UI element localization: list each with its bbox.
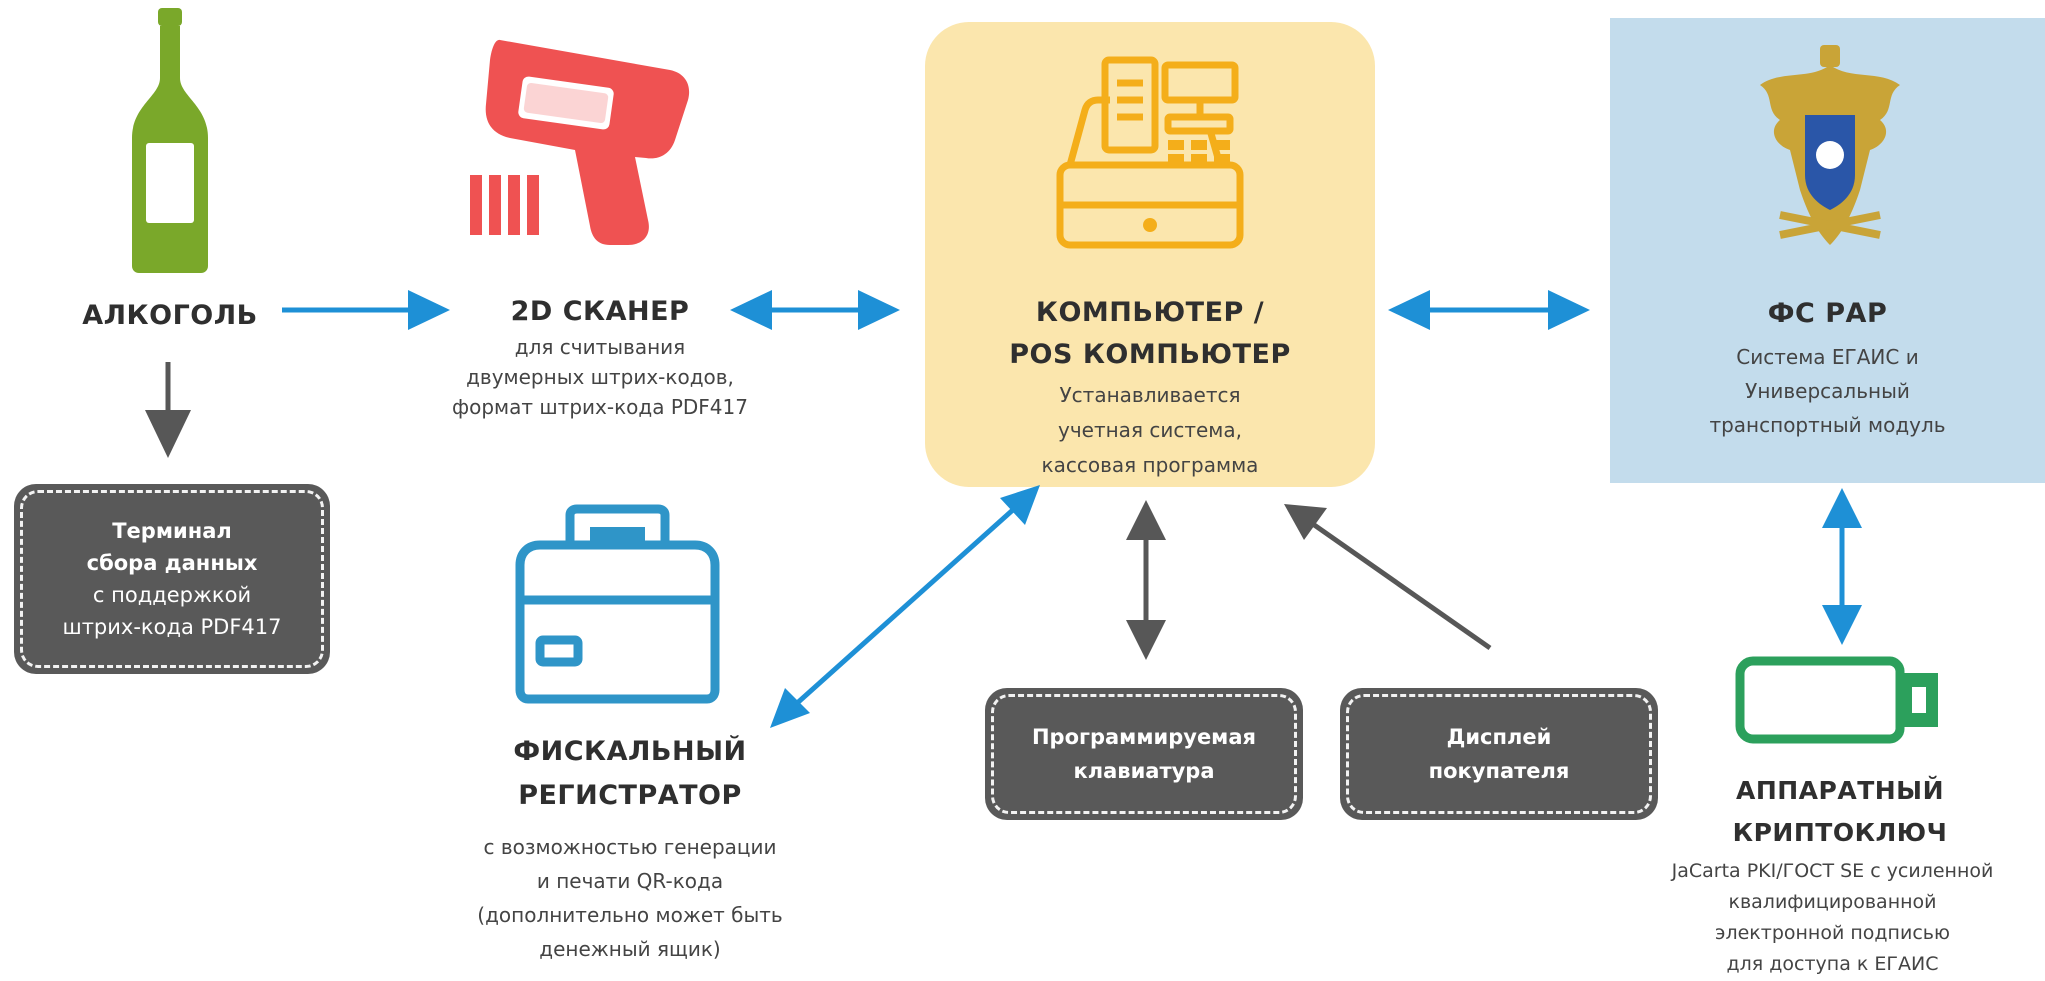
- display-line1: Дисплей: [1446, 725, 1552, 749]
- arrowhead-computer-from-keyboard: [1126, 500, 1166, 540]
- keyboard-line1: Программируемая: [1031, 725, 1257, 749]
- arrowhead-scanner-in: [408, 290, 450, 330]
- terminal-line3: с поддержкой: [92, 583, 252, 607]
- fiscal-title-line1: ФИСКАЛЬНЫЙ: [513, 736, 747, 767]
- fsrar-desc-line3: транспортный модуль: [1709, 413, 1946, 437]
- cryptokey-desc-line4: для доступа к ЕГАИС: [1726, 953, 1939, 975]
- scanner-desc-line3: формат штрих-кода PDF417: [452, 395, 748, 419]
- fsrar-desc-line1: Система ЕГАИС и: [1736, 345, 1919, 369]
- fiscal-desc-line1: с возможностью генерации: [483, 835, 777, 859]
- cryptokey-desc-line3: электронной подписью: [1715, 922, 1950, 944]
- receipt-printer-icon: [515, 504, 720, 704]
- arrowhead-fsrar-up: [1822, 488, 1862, 528]
- usb-token-icon: [1735, 656, 1938, 744]
- fiscal-description: с возможностью генерации и печати QR-код…: [420, 830, 840, 966]
- terminal-line2: сбора данных: [86, 551, 258, 575]
- arrowhead-cryptokey-down: [1822, 605, 1862, 645]
- barcode-scanner-icon: [470, 39, 690, 245]
- arrowhead-terminal-down: [145, 410, 191, 458]
- pos-computer-panel: [925, 22, 1375, 487]
- cash-register-icon: [1056, 56, 1244, 249]
- fiscal-desc-line4: денежный ящик): [539, 937, 721, 961]
- cryptokey-title-line1: АППАРАТНЫЙ: [1735, 776, 1944, 805]
- arrowhead-fiscal-down: [770, 688, 810, 728]
- terminal-line4: штрих-кода PDF417: [62, 615, 282, 639]
- computer-title: КОМПЬЮТЕР / POS КОМПЬЮТЕР: [925, 292, 1375, 376]
- computer-desc-line1: Устанавливается: [1059, 383, 1241, 407]
- keyboard-box: Программируемая клавиатура: [985, 688, 1303, 820]
- computer-desc-line2: учетная система,: [1058, 418, 1242, 442]
- scanner-title: 2D СКАНЕР: [510, 296, 690, 327]
- scanner-desc-line1: для считывания: [514, 335, 686, 359]
- fiscal-desc-line2: и печати QR-кода: [536, 869, 724, 893]
- arrowhead-computer-right: [1388, 290, 1430, 330]
- bottle-icon: [132, 8, 208, 273]
- arrowhead-fsrar-left: [1548, 290, 1590, 330]
- arrow-display-to-computer: [1308, 519, 1492, 651]
- keyboard-line2: клавиатура: [1073, 759, 1215, 783]
- arrowhead-computer-from-display: [1284, 504, 1327, 540]
- display-line2: покупателя: [1428, 759, 1570, 783]
- cryptokey-title: АППАРАТНЫЙ КРИПТОКЛЮЧ: [1680, 770, 2000, 854]
- coat-of-arms-icon: [1760, 45, 1900, 245]
- scanner-description: для считывания двумерных штрих-кодов, фо…: [400, 332, 800, 422]
- computer-description: Устанавливается учетная система, кассова…: [925, 378, 1375, 483]
- computer-desc-line3: кассовая программа: [1041, 453, 1259, 477]
- cryptokey-desc-line2: квалифицированной: [1728, 891, 1937, 913]
- alcohol-title: АЛКОГОЛЬ: [82, 300, 258, 331]
- arrowhead-computer-up: [1000, 485, 1040, 525]
- arrowhead-keyboard-down: [1126, 620, 1166, 660]
- arrowhead-scanner-left: [730, 290, 772, 330]
- fsrar-title: ФС РАР: [1767, 298, 1888, 329]
- fsrar-desc-line2: Универсальный: [1745, 379, 1910, 403]
- cryptokey-title-line2: КРИПТОКЛЮЧ: [1732, 818, 1948, 847]
- fiscal-title-line2: РЕГИСТРАТОР: [518, 780, 742, 811]
- cryptokey-description: JaCarta PKI/ГОСТ SE с усиленной квалифиц…: [1620, 856, 2045, 980]
- arrowhead-computer-left: [858, 290, 900, 330]
- computer-title-line2: POS КОМПЬЮТЕР: [1009, 339, 1291, 370]
- scanner-desc-line2: двумерных штрих-кодов,: [466, 365, 734, 389]
- terminal-line1: Терминал: [112, 519, 232, 543]
- fsrar-description: Система ЕГАИС и Универсальный транспортн…: [1610, 340, 2045, 442]
- fiscal-desc-line3: (дополнительно может быть: [477, 903, 783, 927]
- cryptokey-desc-line1: JaCarta PKI/ГОСТ SE с усиленной: [1671, 860, 1994, 882]
- display-box: Дисплей покупателя: [1340, 688, 1658, 820]
- computer-title-line1: КОМПЬЮТЕР /: [1035, 297, 1265, 328]
- terminal-box: Терминал сбора данных с поддержкой штрих…: [14, 484, 330, 674]
- fiscal-title: ФИСКАЛЬНЫЙ РЕГИСТРАТОР: [470, 730, 790, 818]
- arrow-computer-fiscal: [793, 506, 1017, 707]
